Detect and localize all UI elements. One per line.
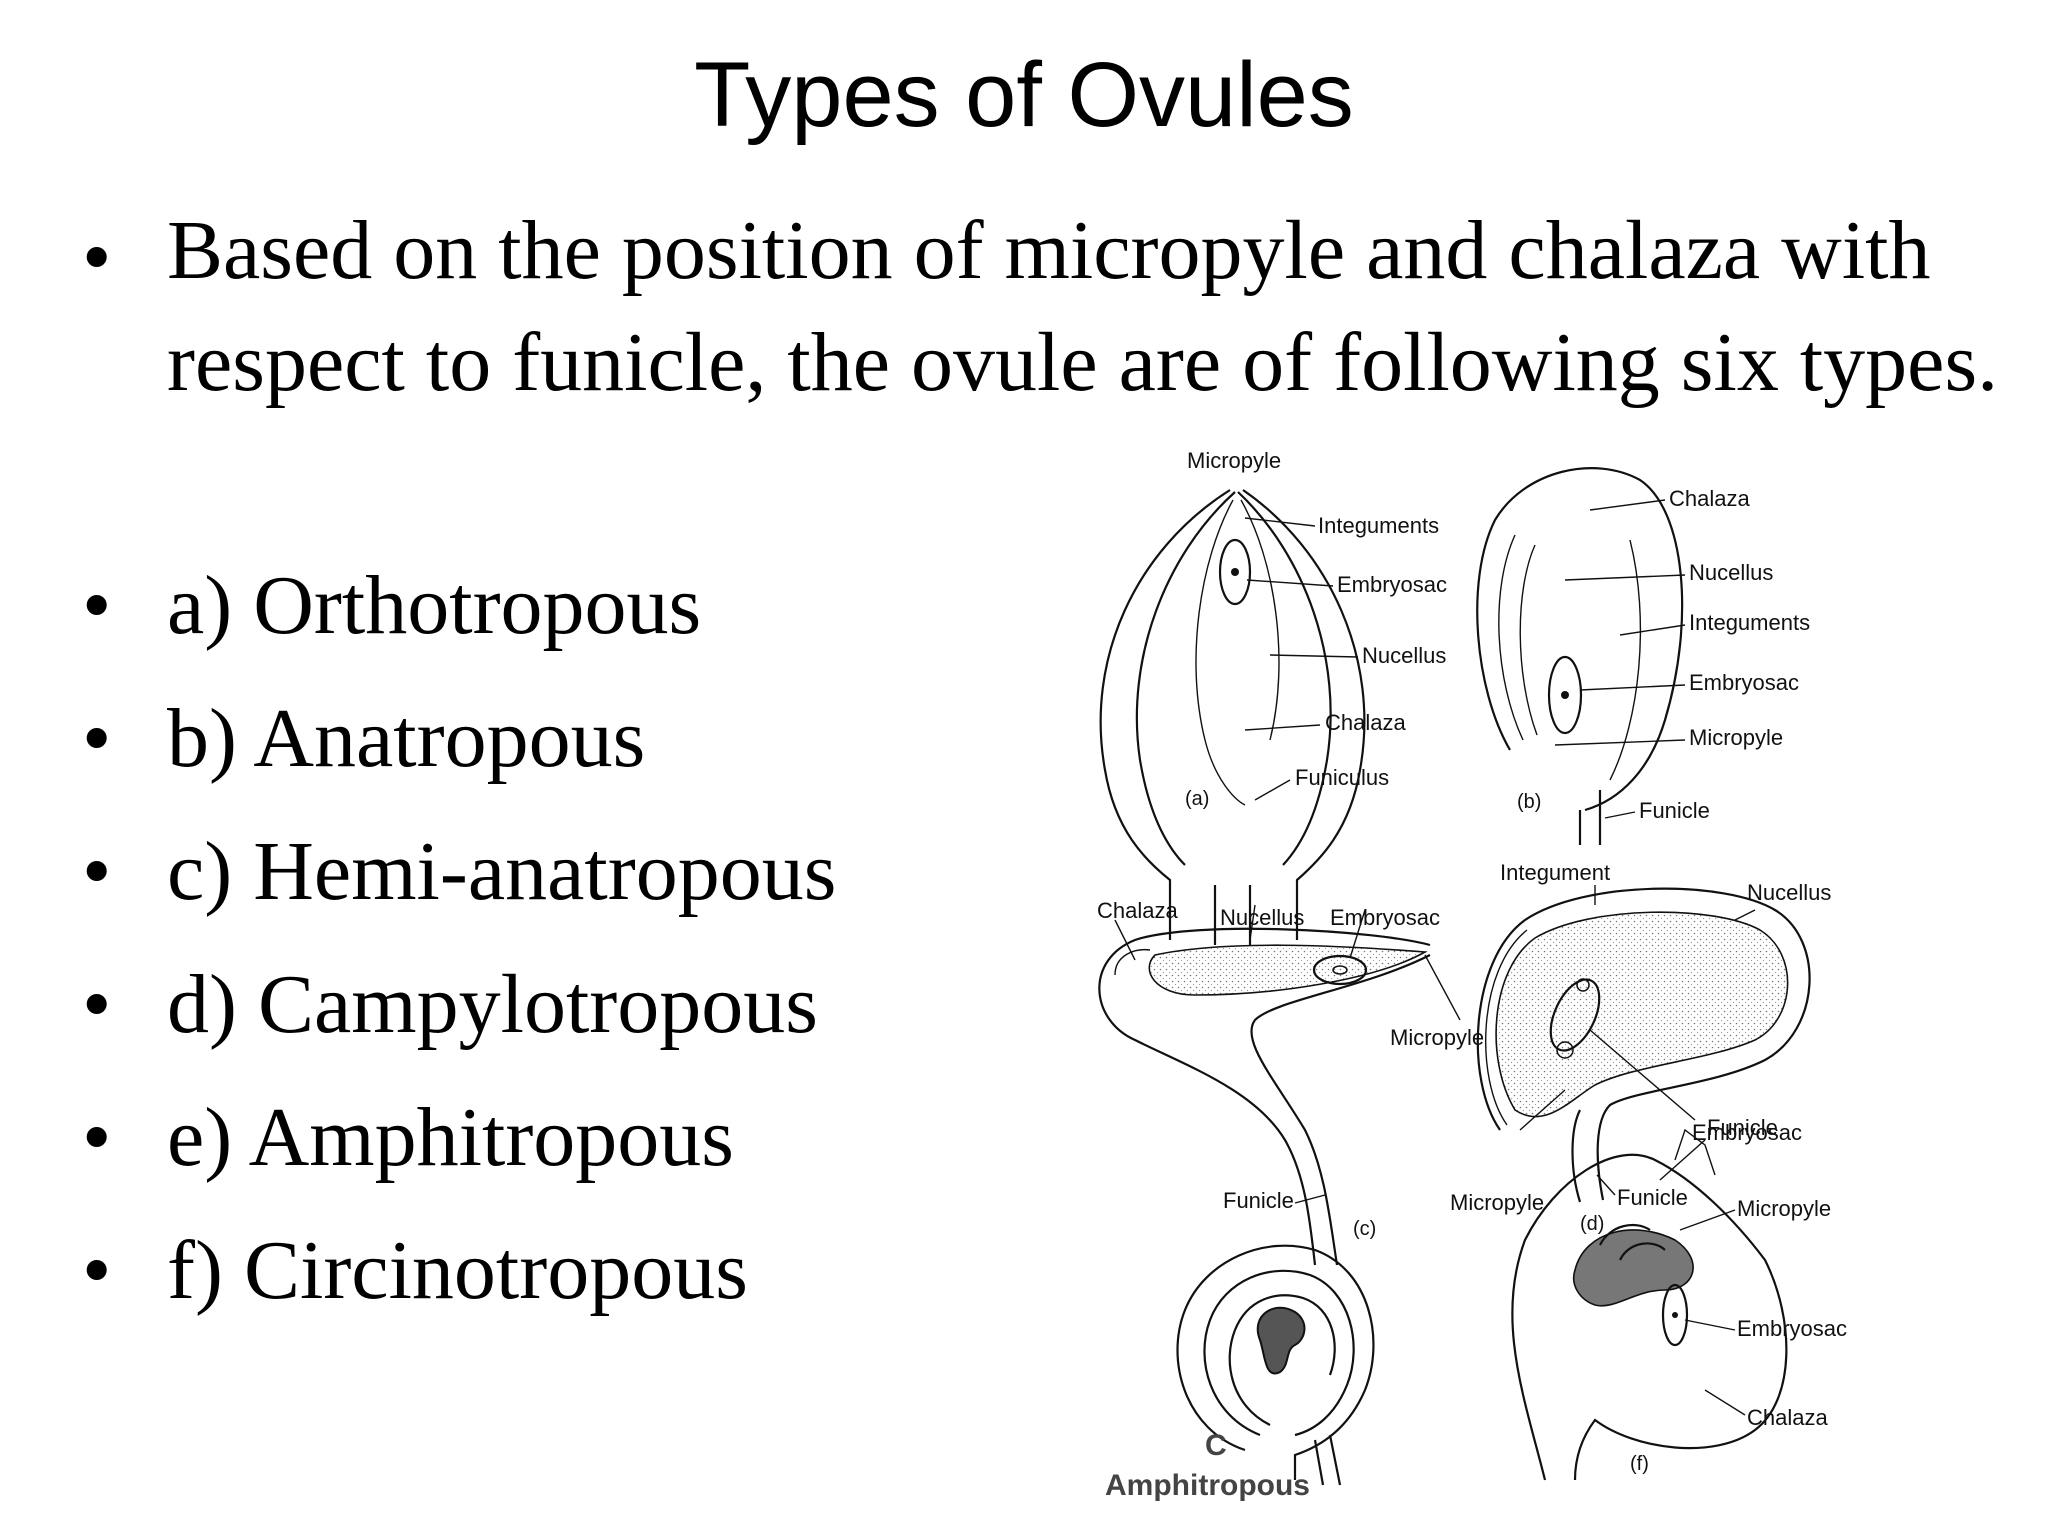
- label-integument: Integument: [1500, 860, 1610, 885]
- label-funicle: Funicle: [1223, 1188, 1294, 1213]
- bullet-dot: •: [82, 825, 112, 918]
- label-micropyle: Micropyle: [1737, 1196, 1831, 1221]
- ovule-c-hemianatropous: Chalaza Nucellus Embryosac Micropyle Fun…: [1097, 898, 1484, 1266]
- label-funicle: Funicle: [1617, 1185, 1688, 1210]
- type-name: Amphitropous: [248, 1091, 734, 1184]
- embryosac-shape: [1661, 1283, 1689, 1347]
- bullet-dot: •: [82, 559, 112, 652]
- label-nucellus: Nucellus: [1747, 880, 1831, 905]
- label-integuments: Integuments: [1318, 513, 1439, 538]
- type-name: Campylotropous: [257, 958, 818, 1051]
- label-micropyle: Micropyle: [1450, 1190, 1544, 1215]
- type-name: Hemi-anatropous: [253, 825, 837, 918]
- label-nucellus: Nucellus: [1220, 905, 1304, 930]
- bullet-dot: •: [82, 211, 112, 304]
- embryosac-shape: [1547, 655, 1583, 735]
- caption-b: (b): [1517, 791, 1541, 813]
- type-name: Circinotropous: [243, 1224, 748, 1317]
- caption-f: (f): [1630, 1453, 1649, 1475]
- embryosac-shape: [1218, 538, 1252, 606]
- label-embryosac: Embryosac: [1330, 905, 1440, 930]
- ovule-types-figure: Micropyle Integuments Embryosac Nucellus…: [1097, 448, 1847, 1502]
- label-amphitropous: Amphitropous: [1105, 1469, 1310, 1502]
- bullet-dot: •: [82, 958, 112, 1051]
- caption-d: (d): [1580, 1213, 1604, 1235]
- type-prefix: f): [167, 1224, 223, 1317]
- embryosac-shape: [1549, 978, 1601, 1052]
- type-prefix: e): [167, 1091, 233, 1184]
- label-e-letter: C: [1205, 1429, 1227, 1462]
- type-prefix: c): [167, 825, 233, 918]
- ovule-a-orthotropous: Micropyle Integuments Embryosac Nucellus…: [1099, 448, 1447, 945]
- label-micropyle: Micropyle: [1390, 1025, 1484, 1050]
- label-funiculus: Funiculus: [1295, 765, 1389, 790]
- label-nucellus: Nucellus: [1689, 560, 1773, 585]
- label-funicle: Funicle: [1707, 1115, 1778, 1140]
- label-micropyle: Micropyle: [1689, 725, 1783, 750]
- type-prefix: b): [167, 692, 237, 785]
- bullet-dot: •: [82, 1091, 112, 1184]
- label-embryosac: Embryosac: [1737, 1316, 1847, 1341]
- caption-c: (c): [1353, 1218, 1376, 1240]
- type-name: Anatropous: [253, 692, 646, 785]
- slide-title: Types of Ovules: [694, 44, 1354, 146]
- label-integuments: Integuments: [1689, 610, 1810, 635]
- label-chalaza: Chalaza: [1325, 710, 1406, 735]
- caption-a: (a): [1185, 788, 1209, 810]
- ovule-b-anatropous: Chalaza Nucellus Integuments Embryosac M…: [1476, 467, 1810, 845]
- embryosac-shape: [1312, 954, 1368, 986]
- label-micropyle: Micropyle: [1187, 448, 1281, 473]
- bullet-dot: •: [82, 1224, 112, 1317]
- bullet-dot: •: [82, 692, 112, 785]
- intro-text: Based on the position of micropyle and c…: [167, 204, 1999, 409]
- label-chalaza: Chalaza: [1669, 486, 1750, 511]
- type-prefix: d): [167, 958, 237, 1051]
- label-embryosac: Embryosac: [1689, 670, 1799, 695]
- ovule-f-circinotropous: Funicle Micropyle Embryosac Chalaza (f): [1511, 1115, 1847, 1481]
- type-name: Orthotropous: [253, 559, 702, 652]
- label-chalaza: Chalaza: [1097, 898, 1178, 923]
- label-embryosac: Embryosac: [1692, 1120, 1802, 1145]
- label-chalaza: Chalaza: [1747, 1405, 1828, 1430]
- label-funicle: Funicle: [1639, 798, 1710, 823]
- type-prefix: a): [167, 559, 233, 652]
- label-embryosac: Embryosac: [1337, 572, 1447, 597]
- ovule-e-amphitropous: C Amphitropous: [1105, 1244, 1375, 1502]
- label-nucellus: Nucellus: [1362, 643, 1446, 668]
- ovule-d-campylotropous: Integument Nucellus Embryosac Micropyle …: [1450, 860, 1831, 1235]
